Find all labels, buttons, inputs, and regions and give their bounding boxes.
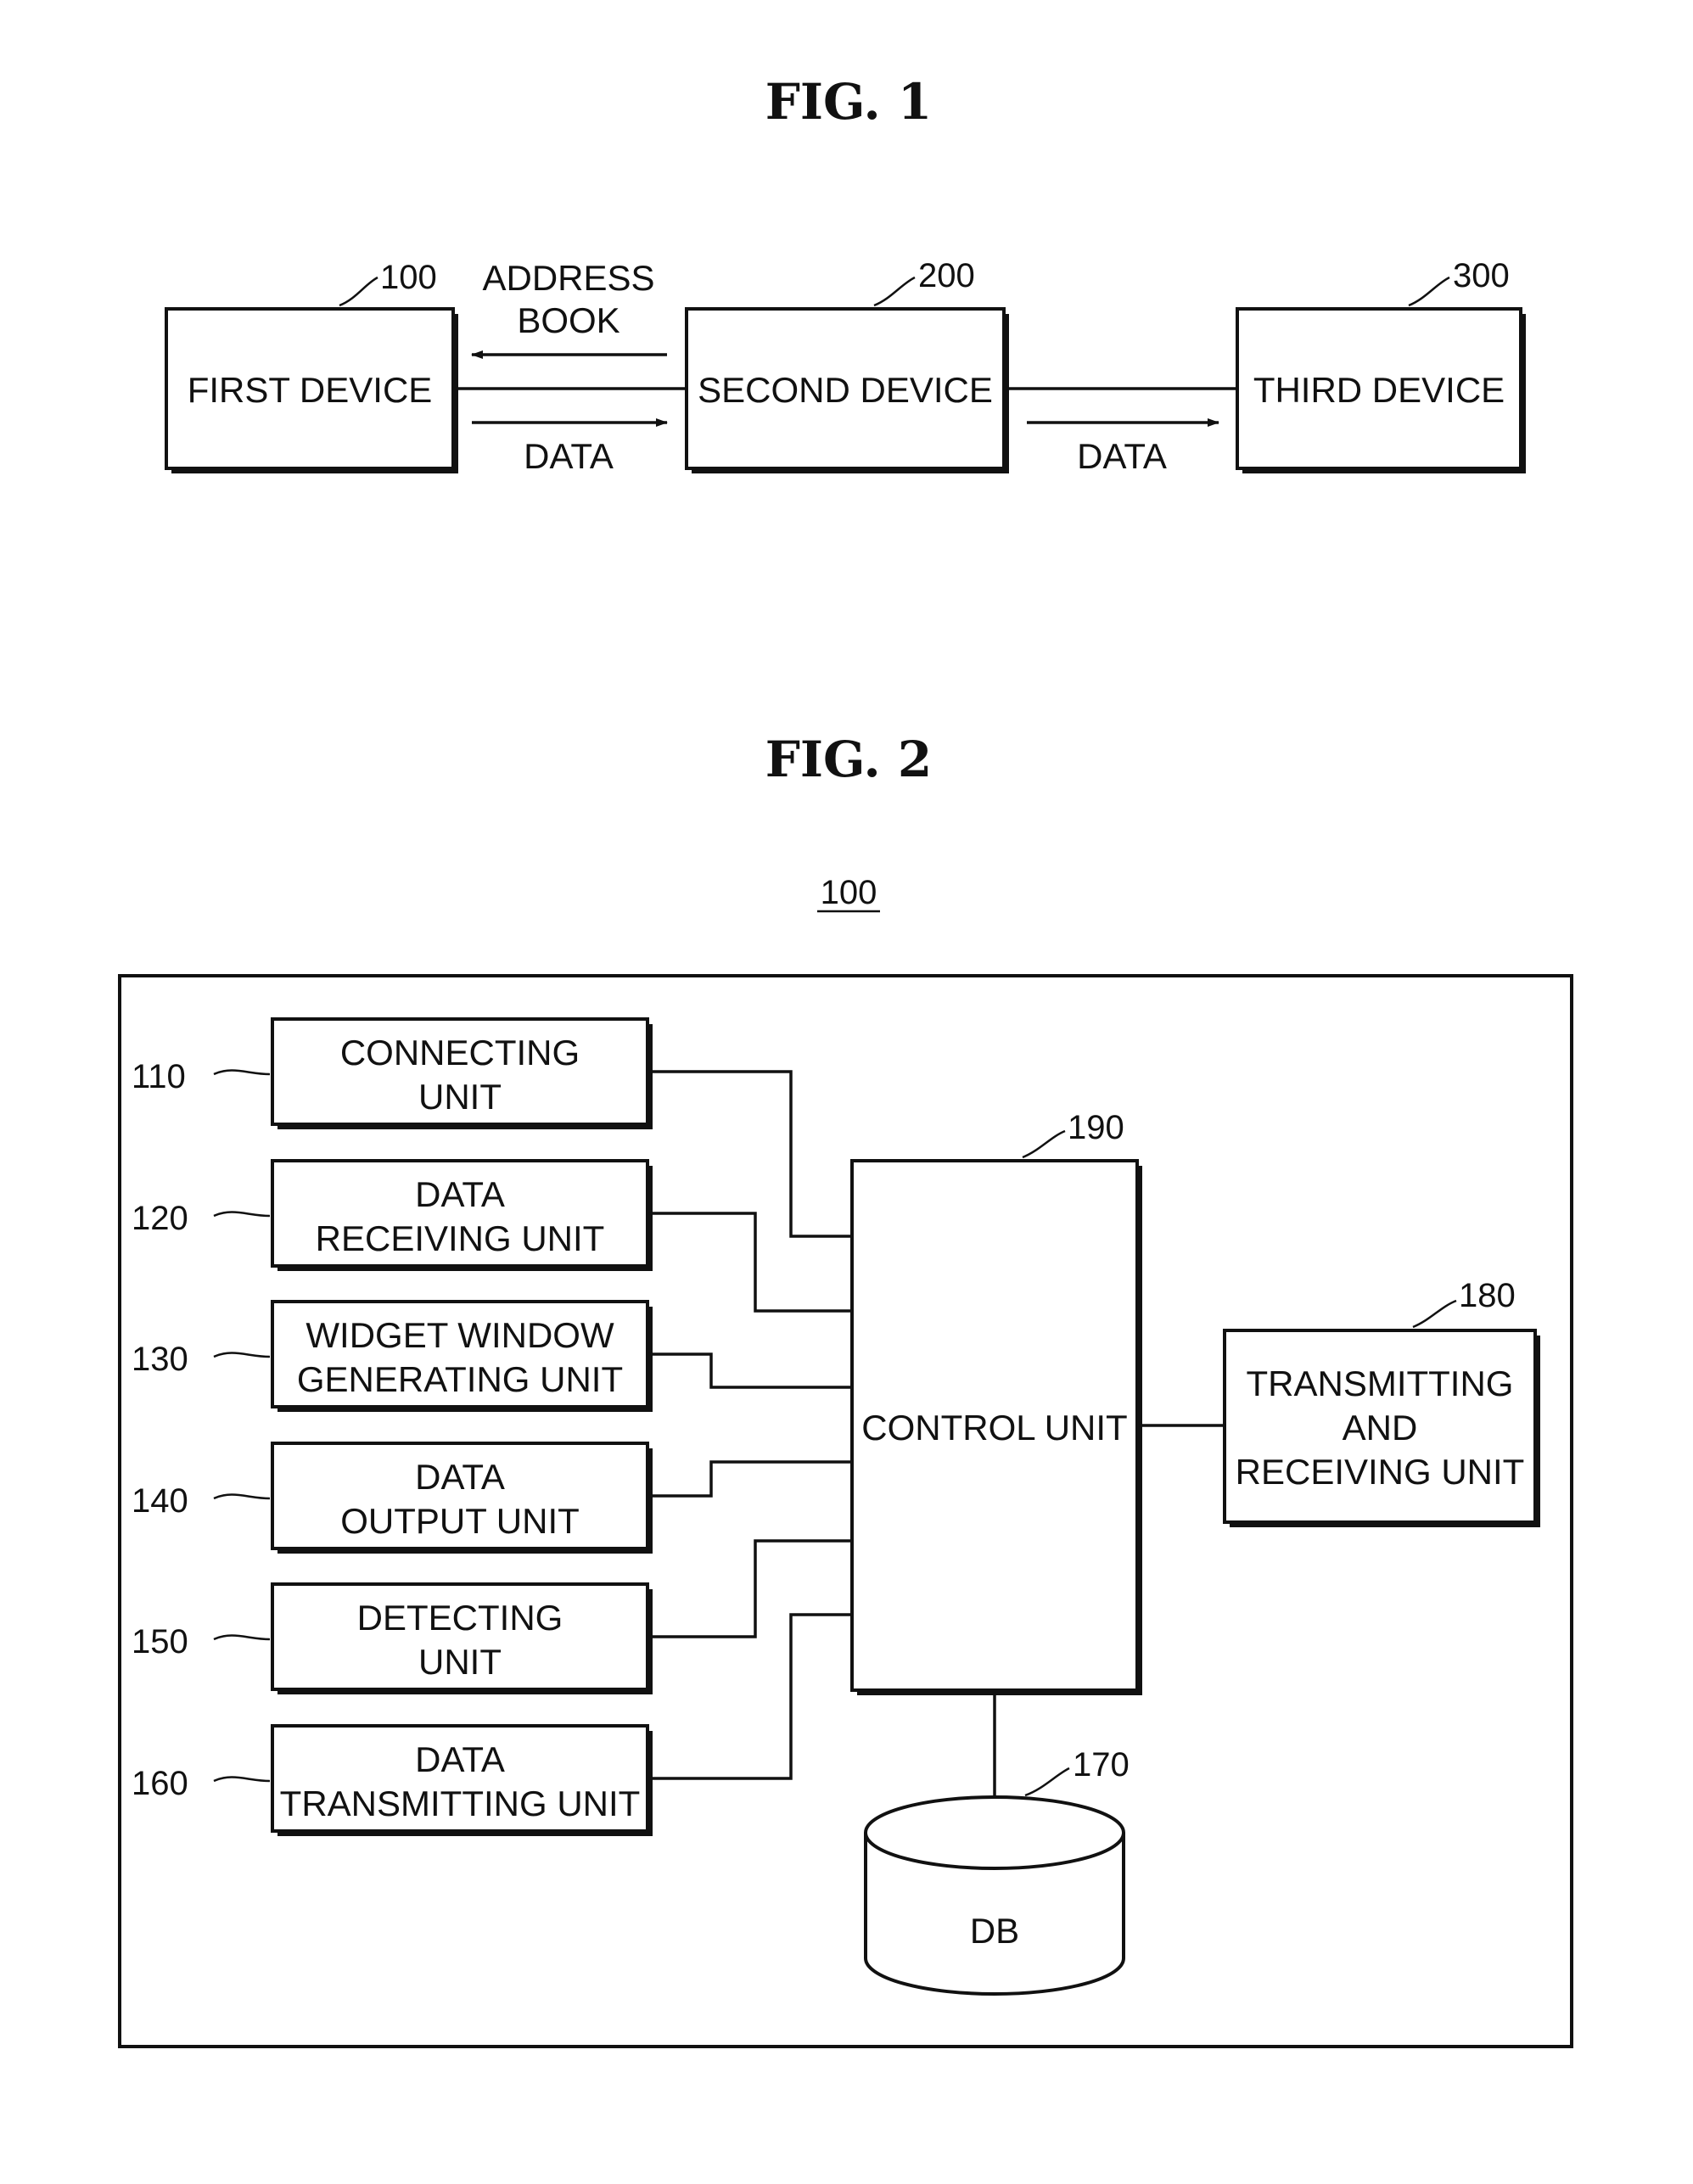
unit-data-output-ref: 140 (132, 1482, 188, 1520)
unit-detecting-label-line-1: DETECTING (357, 1598, 563, 1638)
db-leader-line (1025, 1768, 1069, 1795)
transceiver-leader-line (1413, 1301, 1456, 1327)
unit-detecting-ref: 150 (132, 1623, 188, 1660)
unit-data-output-label-line-2: OUTPUT UNIT (340, 1501, 580, 1541)
connector-130-to-control (649, 1354, 852, 1387)
connector-110-to-control (649, 1072, 852, 1236)
third-device-leader-line (1409, 277, 1449, 305)
second-device-ref: 200 (918, 257, 975, 294)
unit-connecting-ref: 110 (132, 1058, 186, 1095)
unit-detecting: DETECTING UNIT 150 (132, 1584, 653, 1694)
first-device-block: FIRST DEVICE 100 (166, 259, 458, 473)
figure-2: FIG. 2 100 CONNECTING UNIT 110 DATA RECE… (120, 731, 1572, 2047)
third-device-ref: 300 (1453, 257, 1510, 294)
unit-connecting-leader-line (214, 1071, 270, 1074)
connector-120-to-control (649, 1213, 852, 1311)
unit-widget-window-generating-label-line-2: GENERATING UNIT (297, 1359, 623, 1399)
unit-connecting: CONNECTING UNIT 110 (132, 1019, 653, 1129)
control-unit-leader-line (1023, 1131, 1065, 1157)
data-label-second-to-third: DATA (1077, 436, 1167, 476)
second-device-block: SECOND DEVICE 200 (687, 257, 1009, 473)
unit-detecting-label-line-2: UNIT (418, 1642, 502, 1682)
unit-connecting-label-line-1: CONNECTING (340, 1033, 580, 1072)
unit-data-output-label-line-1: DATA (415, 1457, 505, 1497)
data-label-first-to-second: DATA (524, 436, 614, 476)
figure-2-title: FIG. 2 (765, 731, 933, 788)
transceiver-label-line-2: AND (1343, 1408, 1418, 1448)
first-device-leader-line (339, 277, 378, 305)
connector-150-to-control (649, 1541, 852, 1637)
unit-widget-window-generating-label-line-1: WIDGET WINDOW (306, 1315, 614, 1355)
address-book-label-line-2: BOOK (517, 300, 619, 340)
unit-data-output-leader-line (214, 1495, 270, 1498)
unit-data-receiving-label-line-1: DATA (415, 1174, 505, 1214)
third-device-label: THIRD DEVICE (1253, 370, 1505, 410)
second-device-leader-line (874, 277, 915, 305)
unit-data-transmitting-ref: 160 (132, 1765, 188, 1802)
second-device-label: SECOND DEVICE (698, 370, 993, 410)
first-device-label: FIRST DEVICE (188, 370, 433, 410)
control-unit-ref: 190 (1068, 1109, 1124, 1146)
unit-data-transmitting-label-line-2: TRANSMITTING UNIT (280, 1784, 641, 1823)
transceiver-ref: 180 (1459, 1277, 1516, 1314)
unit-data-transmitting-leader-line (214, 1778, 270, 1781)
unit-data-transmitting: DATA TRANSMITTING UNIT 160 (132, 1726, 653, 1836)
unit-data-output: DATA OUTPUT UNIT 140 (132, 1443, 653, 1554)
db-ref: 170 (1073, 1746, 1130, 1784)
figure-1: FIG. 1 FIRST DEVICE 100 SECOND DEVICE 20… (166, 73, 1526, 476)
unit-connecting-label-line-2: UNIT (418, 1077, 502, 1117)
connector-140-to-control (649, 1462, 852, 1496)
unit-detecting-leader-line (214, 1636, 270, 1639)
address-book-label-line-1: ADDRESS (482, 258, 654, 298)
unit-data-receiving-leader-line (214, 1212, 270, 1216)
database-cylinder: DB 170 (866, 1746, 1130, 1994)
transceiver-label-line-1: TRANSMITTING (1247, 1364, 1514, 1403)
unit-widget-window-generating: WIDGET WINDOW GENERATING UNIT 130 (132, 1302, 653, 1412)
figure-1-title: FIG. 1 (765, 73, 933, 131)
unit-widget-window-generating-leader-line (214, 1353, 270, 1357)
control-unit-block: CONTROL UNIT 190 (852, 1109, 1142, 1695)
third-device-block: THIRD DEVICE 300 (1237, 257, 1526, 473)
db-label: DB (970, 1911, 1019, 1951)
unit-data-receiving-ref: 120 (132, 1200, 188, 1237)
unit-widget-window-generating-ref: 130 (132, 1341, 188, 1378)
transceiver-block: TRANSMITTING AND RECEIVING UNIT 180 (1225, 1277, 1540, 1527)
unit-data-transmitting-label-line-1: DATA (415, 1739, 505, 1779)
unit-data-receiving-label-line-2: RECEIVING UNIT (316, 1218, 605, 1258)
first-device-ref: 100 (380, 259, 437, 296)
control-unit-label: CONTROL UNIT (861, 1408, 1127, 1448)
unit-data-receiving: DATA RECEIVING UNIT 120 (132, 1161, 653, 1271)
connector-160-to-control (649, 1615, 852, 1778)
transceiver-label-line-3: RECEIVING UNIT (1236, 1452, 1525, 1492)
device-ref-number: 100 (821, 874, 877, 911)
